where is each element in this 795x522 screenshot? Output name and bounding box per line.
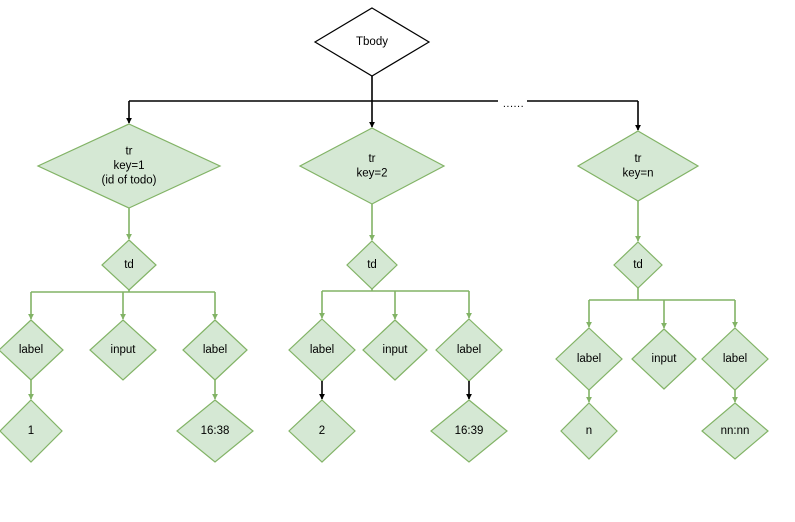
leaf-node-3-1-label: n [586, 425, 592, 437]
child-node-3-1-label: label [577, 353, 601, 365]
leaf-node-2-1-label: 2 [319, 425, 325, 437]
child-node-1-1-label: label [19, 344, 43, 356]
tr-node-3 [576, 130, 700, 202]
td-node-3-label: td [633, 259, 643, 271]
tr-node-2 [298, 127, 446, 205]
tr-node-2-label-line-0: tr [368, 153, 375, 165]
td-node-1-label: td [124, 259, 134, 271]
child-node-1-3-label: label [203, 344, 227, 356]
leaf-node-1-3 [176, 399, 254, 463]
leaf-node-3-1 [560, 402, 618, 460]
tr-node-3-label-line-1: key=n [622, 167, 653, 179]
tr-node-1-label-line-1: key=1 [113, 160, 144, 172]
root-node-label: Tbody [356, 36, 388, 48]
child-node-3-3-label: label [723, 353, 747, 365]
tr-node-2-label-line-1: key=2 [356, 167, 387, 179]
child-node-2-2 [362, 319, 428, 381]
child-node-3-2-label: input [652, 353, 678, 365]
leaf-node-2-1 [288, 399, 356, 463]
tr-node-1-label-line-0: tr [125, 146, 132, 158]
leaf-node-3-3-label: nn:nn [721, 425, 750, 437]
leaf-node-3-3 [701, 402, 769, 460]
leaf-node-1-1-label: 1 [28, 425, 34, 437]
leaf-node-1-1 [0, 399, 63, 463]
child-node-2-2-label: input [383, 344, 409, 356]
child-node-3-2 [631, 328, 697, 390]
leaf-node-2-3-label: 16:39 [455, 425, 484, 437]
leaf-node-1-3-label: 16:38 [201, 425, 230, 437]
td-node-2-label: td [367, 259, 377, 271]
root-node-tbody [313, 7, 431, 77]
child-node-1-2 [89, 319, 157, 381]
leaf-node-2-3 [430, 399, 508, 463]
child-node-2-3-label: label [457, 344, 481, 356]
child-node-2-1-label: label [310, 344, 334, 356]
child-node-1-2-label: input [111, 344, 137, 356]
tr-node-3-label-line-0: tr [634, 153, 641, 165]
tr-node-1-label-line-2: (id of todo) [102, 175, 157, 187]
ellipsis-label: ...... [503, 98, 524, 110]
